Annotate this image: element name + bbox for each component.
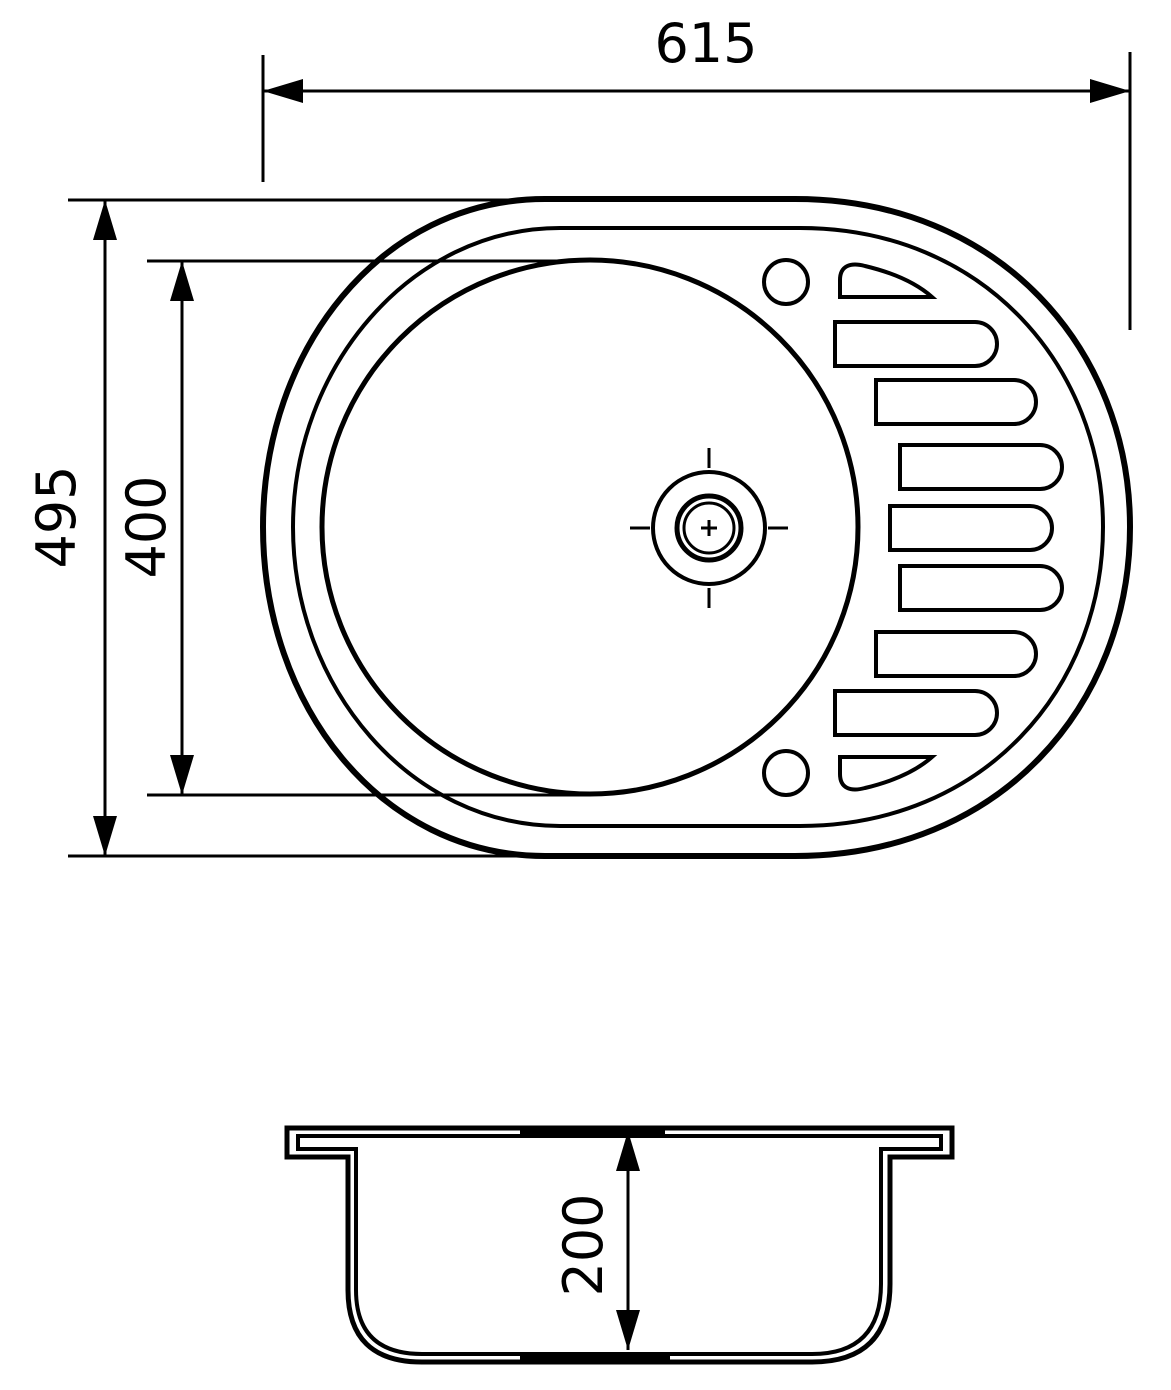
rib-9 bbox=[838, 755, 938, 792]
rib-2 bbox=[833, 320, 999, 368]
outer-rim bbox=[259, 196, 1134, 859]
width-label: 615 bbox=[654, 12, 757, 75]
rib-6 bbox=[898, 564, 1064, 612]
bowl-depth-label: 200 bbox=[552, 1193, 615, 1296]
rib-7 bbox=[874, 630, 1038, 678]
side-profile-inner bbox=[296, 1134, 943, 1356]
side-view bbox=[284, 1125, 955, 1365]
tap-hole-top bbox=[762, 258, 810, 306]
inner-rim bbox=[290, 226, 1106, 828]
rib-1 bbox=[838, 262, 938, 299]
top-view bbox=[259, 196, 1134, 859]
rib-8 bbox=[833, 689, 999, 737]
rib-5 bbox=[888, 504, 1054, 552]
drainer-ribs bbox=[833, 262, 1064, 792]
tap-hole-bottom bbox=[762, 749, 810, 797]
side-profile-outer bbox=[284, 1125, 955, 1365]
rib-4 bbox=[898, 443, 1064, 491]
dimension-width bbox=[261, 52, 1132, 330]
rib-3 bbox=[874, 378, 1038, 426]
dimension-bowl bbox=[147, 259, 590, 797]
drain bbox=[630, 448, 788, 608]
depth-label: 495 bbox=[25, 465, 88, 568]
bowl-diameter-label: 400 bbox=[115, 475, 178, 578]
dimension-depth bbox=[68, 198, 545, 858]
